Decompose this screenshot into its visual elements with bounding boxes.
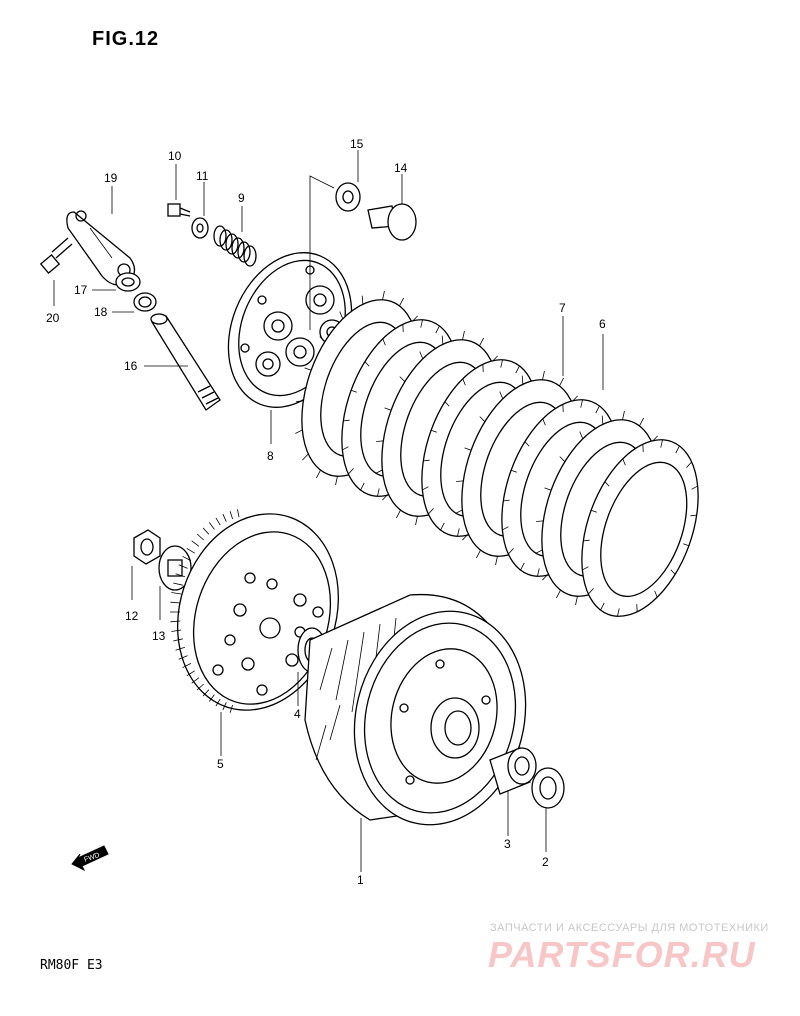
callout-2: 2 (542, 855, 549, 869)
callout-20: 20 (46, 311, 60, 325)
callout-labels: 1 2 3 4 5 6 7 8 9 10 11 12 13 14 15 16 1… (46, 137, 606, 887)
part-sleeve-hub-5 (170, 509, 340, 713)
plate-inner-edge (600, 461, 688, 598)
callout-7: 7 (559, 301, 566, 315)
model-code: RM80F E3 (40, 958, 103, 973)
callout-14: 14 (394, 161, 408, 175)
watermark-tagline: ЗАПЧАСТИ И АКСЕССУАРЫ ДЛЯ МОТОТЕХНИКИ (490, 922, 769, 934)
callout-5: 5 (217, 757, 224, 771)
callout-13: 13 (152, 629, 166, 643)
part-release-shaft-16 (150, 313, 221, 411)
callout-15: 15 (350, 137, 364, 151)
callout-18: 18 (94, 305, 108, 319)
part-oil-seal-17 (115, 272, 141, 292)
part-o-ring-18 (133, 292, 157, 312)
part-spacer-3 (489, 747, 537, 795)
callout-16: 16 (124, 359, 138, 373)
fwd-arrow-icon: FWD (71, 845, 109, 872)
part-nut-12 (133, 529, 161, 565)
callout-11: 11 (196, 169, 209, 183)
part-washer-11 (191, 217, 209, 239)
callout-4: 4 (294, 707, 301, 721)
clutch-plates-stack (295, 290, 699, 617)
callout-9: 9 (238, 191, 245, 205)
fwd-label: FWD (83, 852, 100, 864)
part-bolt-10 (167, 203, 191, 217)
callout-3: 3 (504, 837, 511, 851)
part-spring-9 (213, 225, 257, 267)
plate-teeth (582, 439, 698, 617)
leader-lines (53, 150, 604, 872)
callout-10: 10 (168, 149, 182, 163)
callout-8: 8 (267, 449, 274, 463)
part-push-piece-14 (367, 203, 417, 241)
callout-6: 6 (599, 317, 606, 331)
figure-title: FIG.12 (92, 28, 160, 50)
callout-17: 17 (74, 283, 88, 297)
callout-12: 12 (125, 609, 139, 623)
callout-1: 1 (357, 873, 364, 887)
watermark-logo: PARTSFOR.RU (488, 934, 756, 975)
callout-19: 19 (104, 171, 118, 185)
part-washer-15 (335, 182, 361, 212)
part-washer-2 (531, 767, 565, 809)
part-clutch-housing-1 (304, 593, 527, 826)
part-bolt-20 (39, 237, 73, 275)
